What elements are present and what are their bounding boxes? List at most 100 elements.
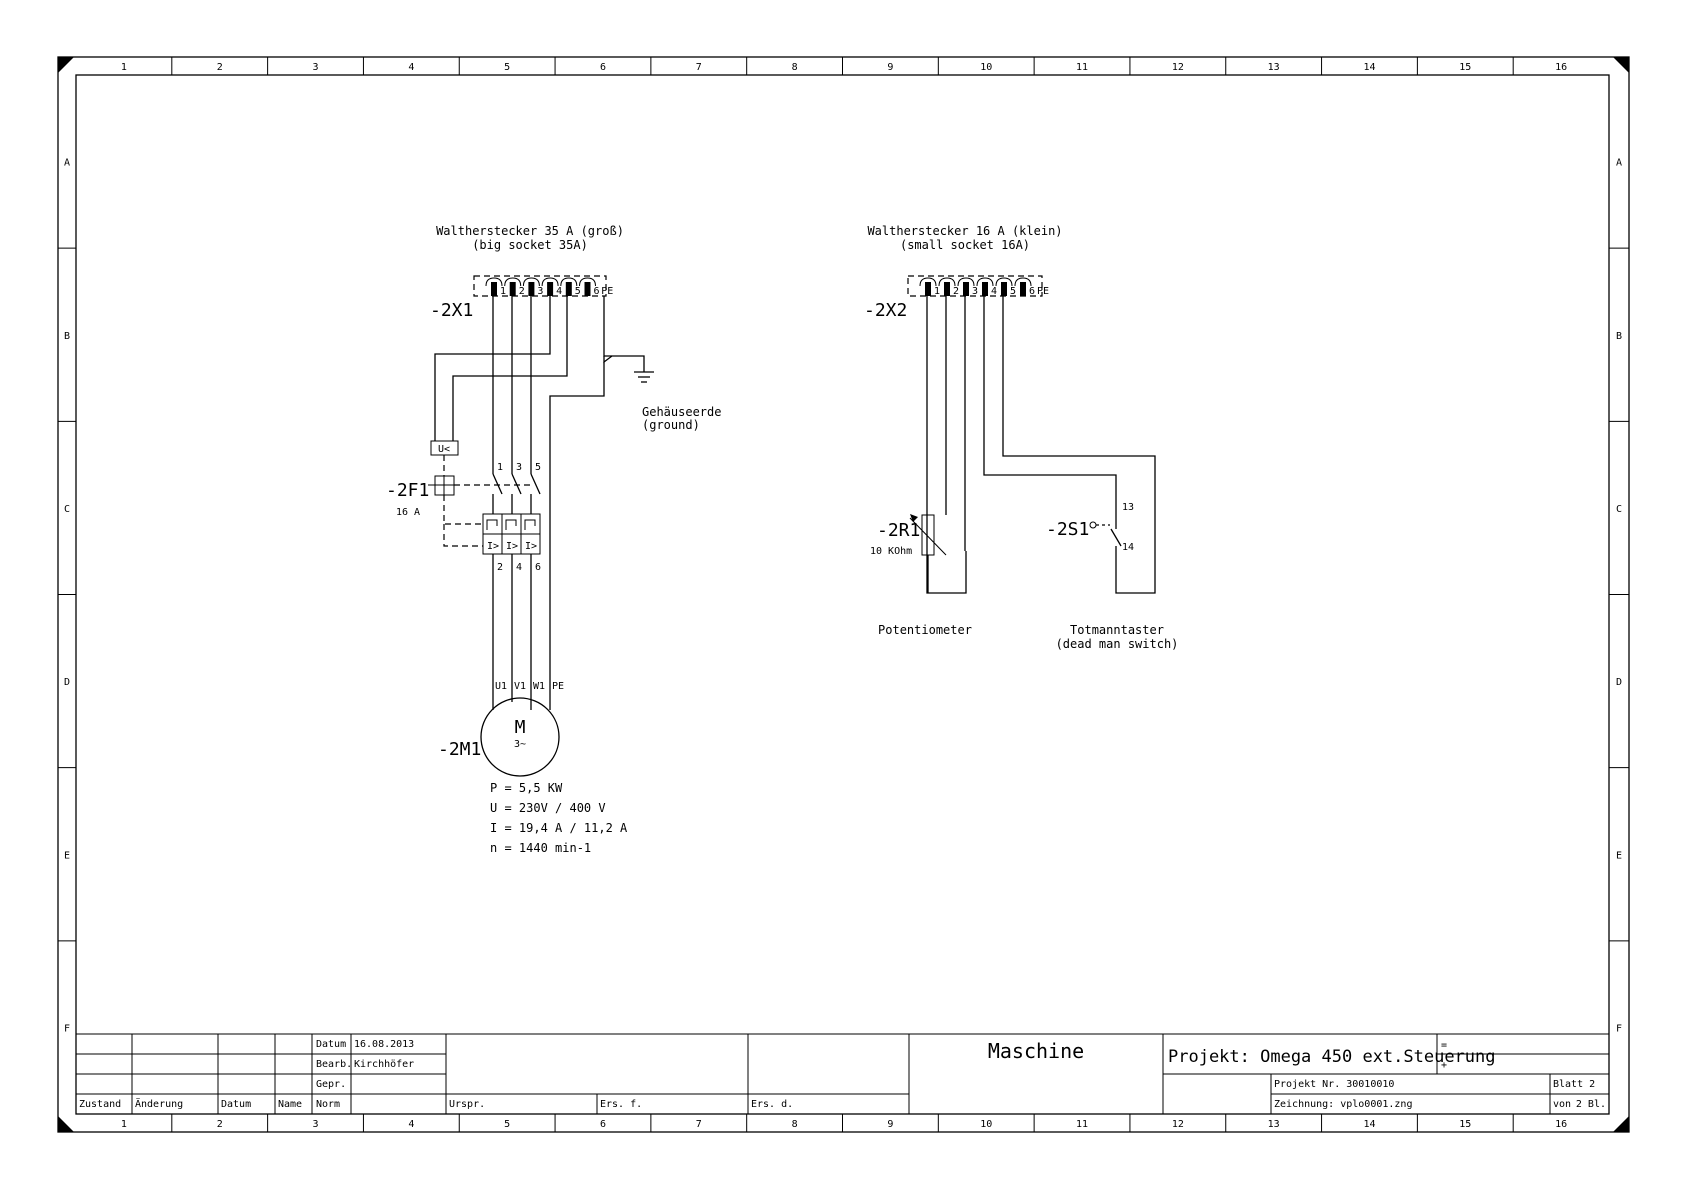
connector-small-socket: Walthersteсker 16 A (klein) (small socke… (864, 224, 1063, 321)
connector-pin-label: 2 (519, 286, 525, 297)
row-marker-left: E (64, 850, 70, 861)
breaker-top-terminal: 3 (516, 462, 522, 473)
drawing-frame: 1122334455667788991010111112121313141415… (57, 56, 1630, 1133)
column-marker-bottom: 8 (792, 1119, 798, 1130)
connector-pin (944, 282, 950, 296)
column-marker-bottom: 10 (980, 1119, 992, 1130)
row-marker-right: C (1616, 504, 1622, 515)
overcurrent-label: I> (506, 541, 518, 552)
tb-projekt-nr: Projekt Nr. 30010010 (1274, 1079, 1394, 1090)
column-marker-top: 5 (504, 62, 510, 73)
connector-big-title-en: (big socket 35A) (472, 238, 588, 252)
column-marker-bottom: 2 (217, 1119, 223, 1130)
connector-pin-label: 3 (537, 286, 543, 297)
tb-aenderung-label: Änderung (135, 1097, 183, 1110)
column-marker-bottom: 3 (313, 1119, 319, 1130)
column-marker-top: 11 (1076, 62, 1088, 73)
column-marker-bottom: 15 (1459, 1119, 1471, 1130)
overcurrent-labels: I> I> I> (487, 541, 537, 552)
motor-symbol: M (515, 717, 526, 738)
connector-pin (1001, 282, 1007, 296)
wiring-small-connector (926, 296, 1156, 594)
tb-von-label: von (1553, 1099, 1571, 1110)
tb-ersf-label: Ers. f. (600, 1099, 642, 1110)
connector-pin (528, 282, 535, 296)
connector-pin (963, 282, 969, 296)
breaker-bottom-terminal: 2 (497, 562, 503, 573)
potentiometer-body (921, 514, 935, 556)
breaker-top-terminal: 5 (535, 462, 541, 473)
tb-zeichnung: Zeichnung: vplo0001.zng (1274, 1099, 1412, 1110)
tb-zustand-label: Zustand (79, 1099, 121, 1110)
motor-spec: n = 1440 min-1 (490, 841, 591, 855)
column-marker-top: 8 (792, 62, 798, 73)
corner-mark-br (1613, 1116, 1629, 1132)
motor-terminal-label: V1 (514, 681, 526, 692)
potentiometer-tag: -2R1 (877, 520, 920, 541)
column-marker-bottom: 12 (1172, 1119, 1184, 1130)
connector-pin (925, 282, 931, 296)
switch-label-de: Totmanntaster (1070, 623, 1164, 637)
connector-pin-label: 5 (575, 286, 581, 297)
column-ticks: 1122334455667788991010111112121313141415… (121, 57, 1567, 1132)
ground-label-en: (ground) (642, 418, 700, 432)
overcurrent-label: I> (525, 541, 537, 552)
connector-big-tag: -2X1 (430, 300, 473, 321)
motor-spec: U = 230V / 400 V (490, 801, 606, 815)
column-marker-bottom: 14 (1363, 1119, 1375, 1130)
motor-terminal-label: U1 (495, 681, 507, 692)
column-marker-top: 14 (1363, 62, 1375, 73)
row-marker-right: A (1616, 158, 1622, 169)
tb-blatt: Blatt 2 (1553, 1079, 1595, 1090)
ground-symbol: Gehäuseerde (ground) (634, 371, 721, 432)
column-marker-top: 1 (121, 62, 127, 73)
corner-mark-bl (58, 1116, 74, 1132)
row-marker-left: B (64, 331, 70, 342)
switch-tag: -2S1 (1046, 519, 1089, 540)
connector-pin (509, 282, 516, 296)
breaker-bottom-terminal: 6 (535, 562, 541, 573)
tb-eq: = (1441, 1040, 1447, 1051)
switch-terminal-top: 13 (1122, 502, 1134, 513)
connector-pin (982, 282, 988, 296)
connector-small-housing (907, 275, 1043, 297)
motor-specs: P = 5,5 KWU = 230V / 400 VI = 19,4 A / 1… (490, 781, 628, 855)
tb-datum-label: Datum (316, 1039, 346, 1050)
tb-gepr-label: Gepr. (316, 1079, 346, 1090)
column-marker-top: 10 (980, 62, 992, 73)
potentiometer: -2R1 10 KOhm Potentiometer (870, 514, 972, 637)
title-block: Datum 16.08.2013 Bearb. Kirchhöfer Gepr.… (76, 1033, 1609, 1114)
motor-phase: 3~ (514, 739, 526, 750)
potentiometer-label: Potentiometer (878, 623, 972, 637)
motor-terminal-label: W1 (533, 681, 545, 692)
connector-pin (491, 282, 497, 296)
connector-pin (1020, 282, 1026, 296)
overcurrent-label: I> (487, 541, 499, 552)
tb-urspr-label: Urspr. (449, 1099, 485, 1110)
connector-pin-label: 4 (556, 286, 562, 297)
connector-pin-label: PE (1037, 286, 1049, 297)
tb-bearb-value: Kirchhöfer (354, 1059, 414, 1070)
tb-maschine: Maschine (988, 1039, 1084, 1063)
row-marker-left: F (64, 1023, 70, 1034)
breaker-bottom-terminal: 4 (516, 562, 522, 573)
connector-pin (565, 282, 572, 296)
breaker-top-terminal: 1 (497, 462, 503, 473)
corner-mark-tl (58, 57, 74, 73)
column-marker-bottom: 16 (1555, 1119, 1567, 1130)
connector-pin-label: 2 (953, 286, 959, 297)
tb-datum2-label: Datum (221, 1099, 251, 1110)
breaker-rating: 16 A (396, 507, 420, 518)
tb-ersd-label: Ers. d. (751, 1099, 793, 1110)
motor-spec: P = 5,5 KW (490, 781, 563, 795)
column-marker-bottom: 6 (600, 1119, 606, 1130)
connector-small-title-en: (small socket 16A) (900, 238, 1030, 252)
dead-man-switch: 13 14 -2S1 Totmanntaster (dead man switc… (1046, 502, 1178, 651)
connector-pin-label: 3 (972, 286, 978, 297)
row-marker-right: D (1616, 677, 1622, 688)
